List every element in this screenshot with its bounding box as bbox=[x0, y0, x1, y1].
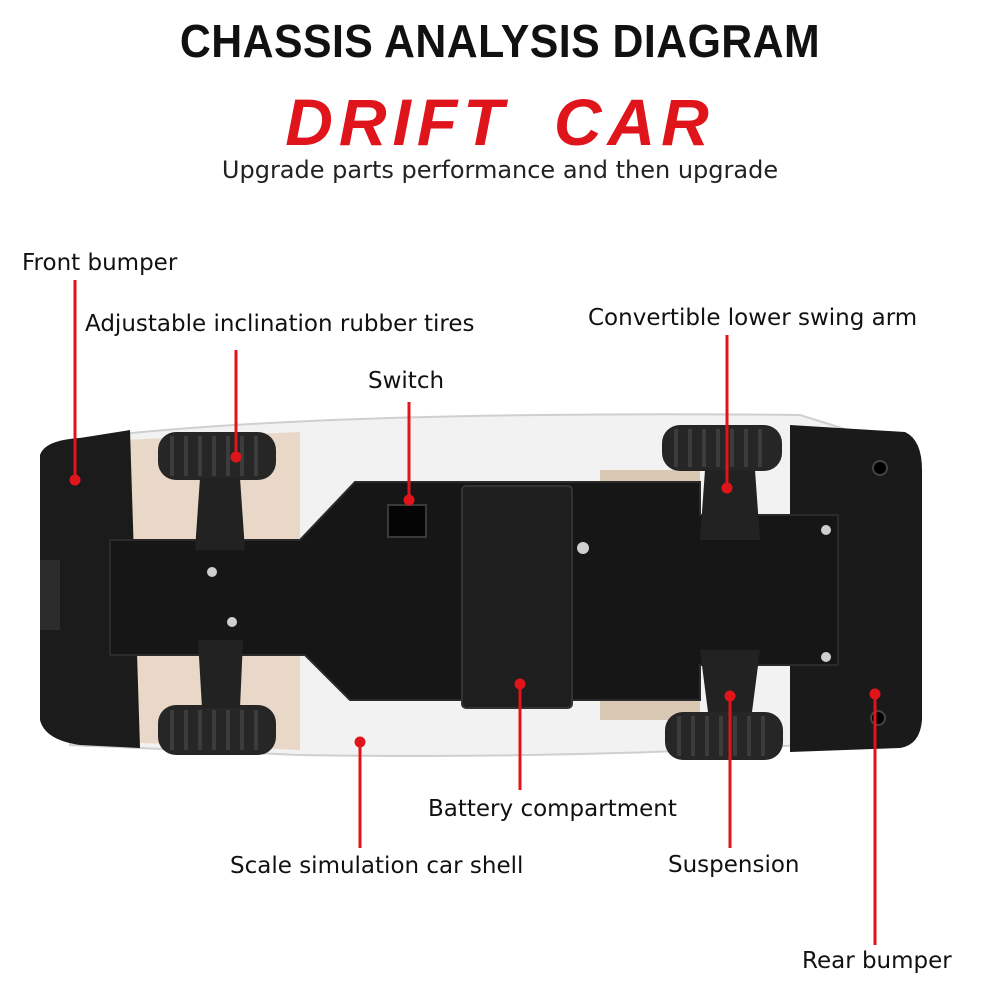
rear-bumper-hole bbox=[872, 460, 888, 476]
car-shell-dot bbox=[354, 736, 366, 748]
label-switch: Switch bbox=[368, 368, 445, 394]
front-bottom-knuckle bbox=[198, 640, 243, 708]
battery-compartment bbox=[461, 485, 573, 709]
front-bumper-trim bbox=[40, 560, 60, 630]
screw bbox=[821, 652, 831, 662]
rear-bumper bbox=[790, 425, 922, 752]
front-bumper-dot bbox=[69, 474, 81, 486]
front-bottom-wheel bbox=[158, 705, 276, 755]
diagram-title: CHASSIS ANALYSIS DIAGRAM bbox=[179, 15, 821, 67]
screw bbox=[821, 525, 831, 535]
label-front-bumper: Front bumper bbox=[22, 250, 178, 276]
rear-bottom-swing-arm bbox=[700, 650, 760, 712]
screw bbox=[227, 617, 237, 627]
rear-bottom-wheel bbox=[665, 712, 783, 760]
power-switch bbox=[387, 504, 427, 538]
screw bbox=[577, 542, 589, 554]
battery-dot bbox=[514, 678, 526, 690]
label-battery: Battery compartment bbox=[428, 796, 677, 822]
brand-heading: DRIFT CAR bbox=[285, 85, 715, 159]
swing-arm-dot bbox=[721, 482, 733, 494]
subtitle: Upgrade parts performance and then upgra… bbox=[221, 156, 779, 184]
front-top-knuckle bbox=[195, 478, 245, 550]
front-bumper bbox=[40, 430, 140, 748]
rear-top-wheel bbox=[662, 425, 782, 471]
front-top-wheel bbox=[158, 432, 276, 480]
label-rear-bumper: Rear bumper bbox=[802, 948, 952, 974]
label-rubber-tires: Adjustable inclination rubber tires bbox=[85, 311, 475, 337]
switch-dot bbox=[403, 494, 415, 506]
rear-bumper-dot bbox=[869, 688, 881, 700]
suspension-dot bbox=[724, 690, 736, 702]
rubber-tires-dot bbox=[230, 451, 242, 463]
rear-bumper-hole bbox=[870, 710, 886, 726]
label-swing-arm: Convertible lower swing arm bbox=[588, 305, 918, 331]
rear-top-swing-arm bbox=[700, 470, 760, 540]
screw bbox=[207, 567, 217, 577]
label-suspension: Suspension bbox=[668, 852, 800, 878]
label-car-shell: Scale simulation car shell bbox=[230, 853, 524, 879]
